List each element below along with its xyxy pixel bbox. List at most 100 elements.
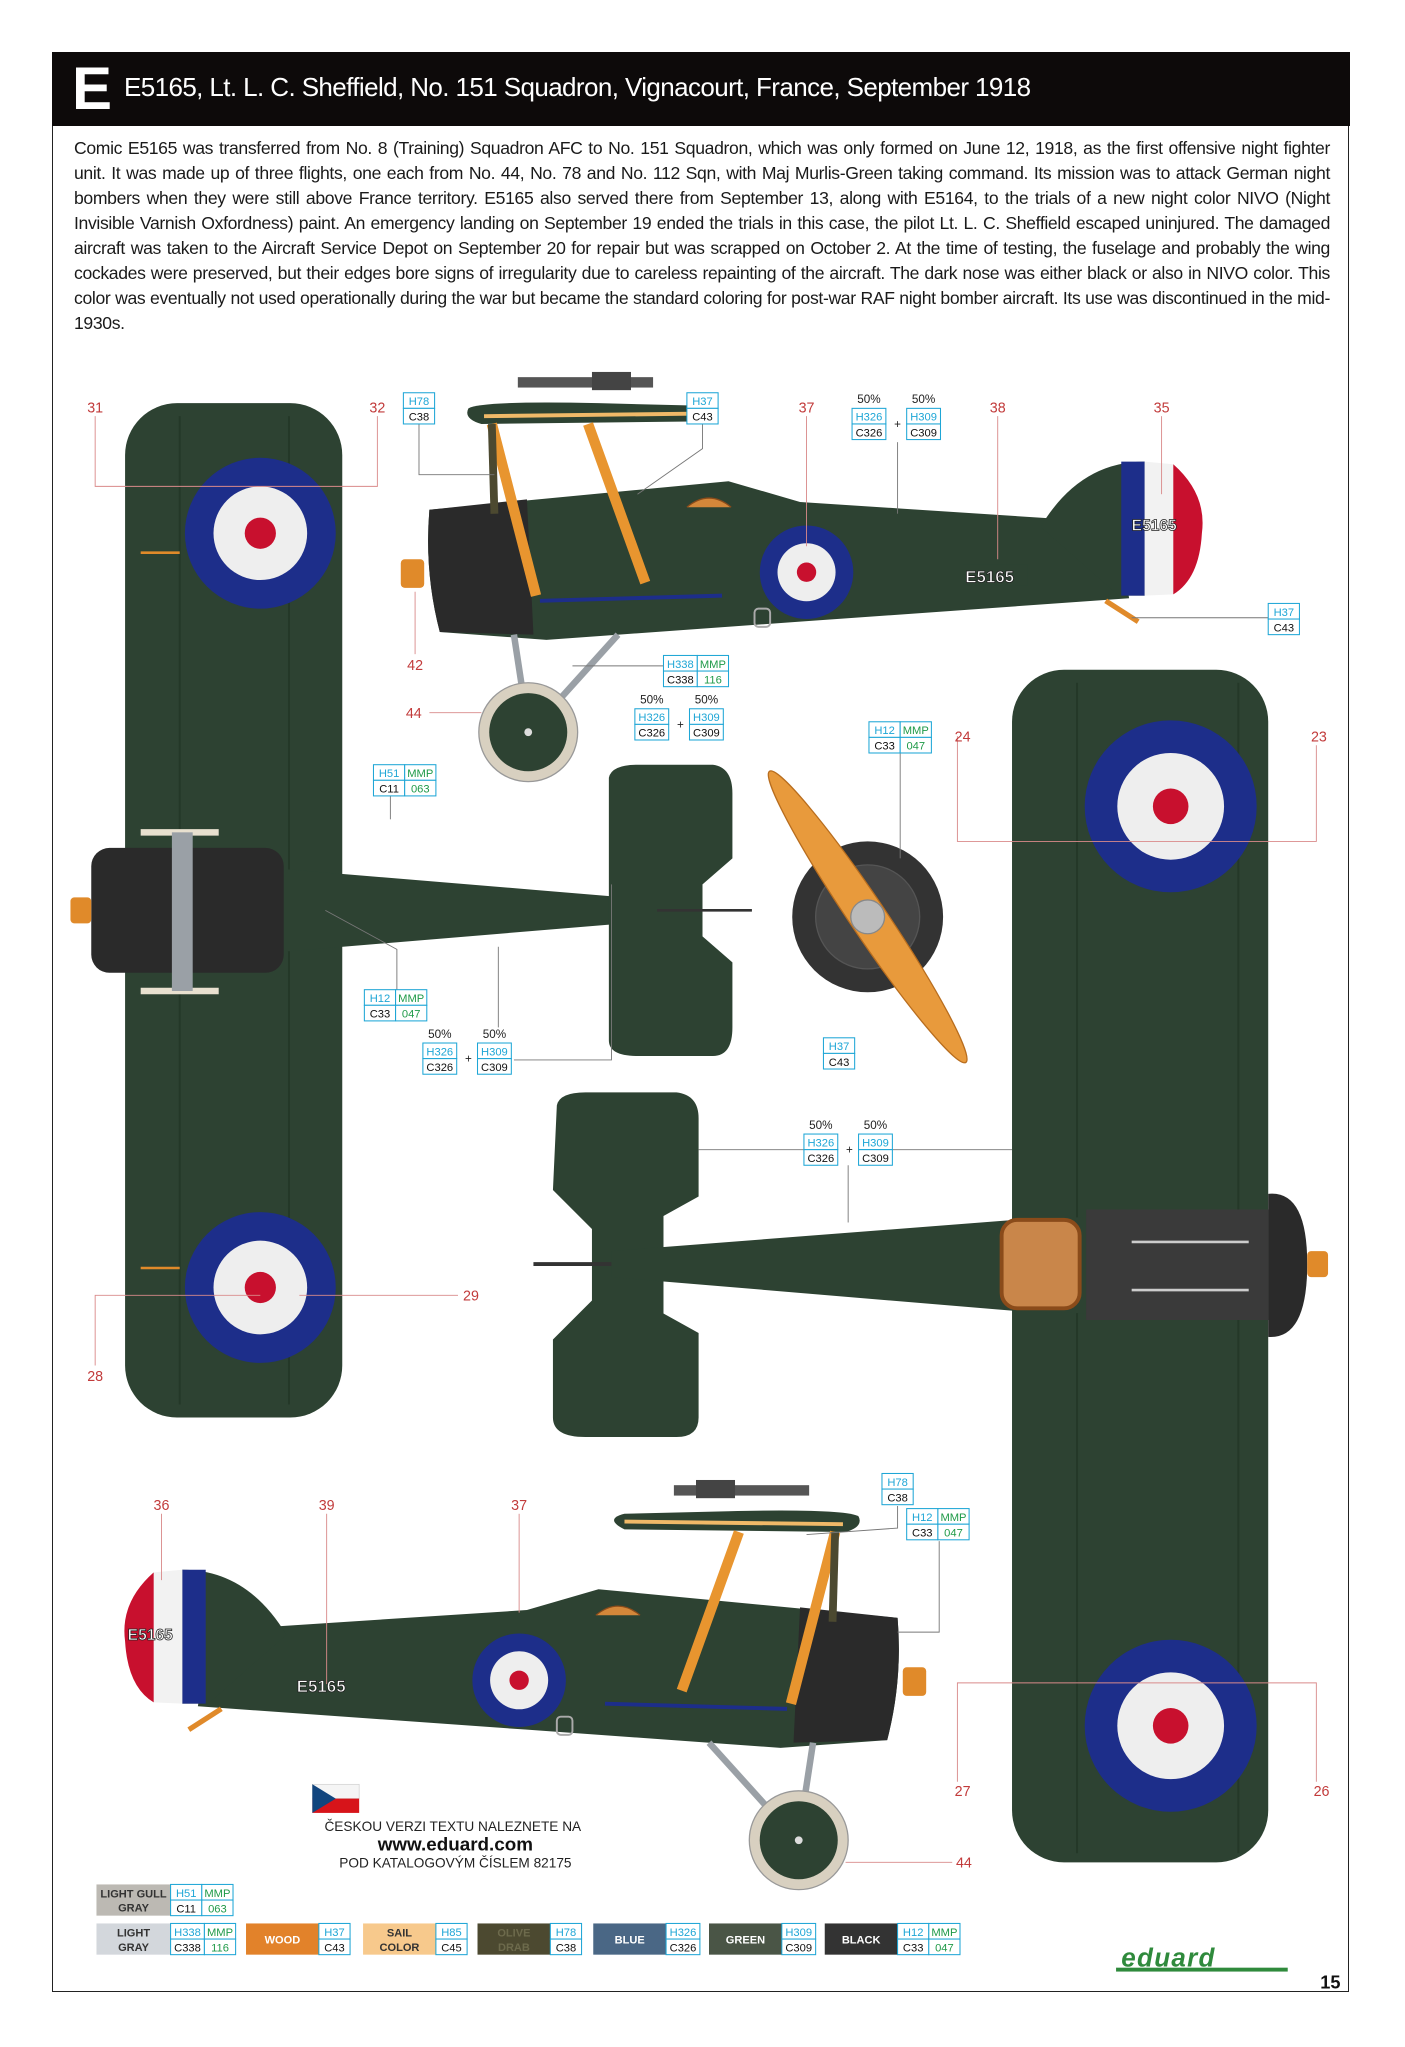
side-view-port: E5165 E5165 — [401, 372, 1203, 782]
paint-code-top: H326 — [807, 1137, 834, 1149]
callout-number: 32 — [369, 400, 385, 416]
paint-code-bottom: 047 — [906, 741, 925, 753]
paint-code-bottom: C326 — [426, 1062, 453, 1074]
paint-code-top: MMP — [940, 1512, 966, 1524]
color-swatch — [593, 1923, 667, 1955]
callout-number: 26 — [1314, 1784, 1330, 1800]
color-swatch — [96, 1923, 171, 1955]
paint-code-bottom: C338 — [667, 674, 694, 686]
paint-code-top: H326 — [670, 1927, 697, 1939]
color-name: GRAY — [118, 1942, 150, 1954]
callout-number: 35 — [1154, 400, 1170, 416]
paint-code-bottom: C326 — [638, 728, 665, 740]
color-name: COLOR — [380, 1942, 420, 1954]
paint-code-bottom: C38 — [409, 412, 430, 424]
paint-code-top: H12 — [903, 1927, 924, 1939]
paint-code-bottom: C11 — [176, 1903, 196, 1915]
paint-code-top: H12 — [874, 725, 895, 737]
callout-number: 31 — [87, 400, 103, 416]
paint-code-bottom: C309 — [910, 427, 937, 439]
color-name: WOOD — [265, 1935, 301, 1947]
wing-roundel-icon — [184, 1212, 336, 1363]
paint-code-bottom: 063 — [208, 1903, 227, 1915]
paint-code-bottom: 116 — [211, 1942, 229, 1954]
paint-code-bottom: C43 — [324, 1942, 344, 1954]
callout-number: 42 — [407, 658, 423, 674]
paint-code-top: H309 — [862, 1137, 889, 1149]
paint-code-bottom: C33 — [370, 1009, 390, 1021]
paint-code-bottom: 116 — [704, 674, 722, 686]
callout-number: 37 — [511, 1498, 527, 1514]
callout-number: 24 — [955, 729, 971, 745]
color-name: LIGHT — [117, 1927, 150, 1939]
paint-code-top: H309 — [910, 412, 937, 424]
paint-code-bottom: C309 — [862, 1153, 889, 1165]
rudder-serial: E5165 — [1132, 518, 1177, 535]
paint-code-bottom: C309 — [693, 728, 720, 740]
paint-code-bottom: C338 — [174, 1942, 201, 1954]
mix-plus-sign: + — [894, 418, 901, 431]
fuselage-serial: E5165 — [297, 1677, 346, 1696]
propeller-view — [767, 770, 968, 1064]
mix-percent-right: 50% — [864, 1119, 887, 1132]
paint-code-top: H37 — [829, 1041, 850, 1053]
paint-code-top: MMP — [398, 993, 424, 1005]
paint-code-top: H326 — [638, 712, 665, 724]
rudder-serial: E5165 — [128, 1627, 173, 1644]
color-name: GREEN — [726, 1935, 765, 1947]
wing-roundel-icon — [184, 457, 336, 609]
paint-code-bottom: C326 — [807, 1153, 834, 1165]
paint-code-bottom: C33 — [912, 1528, 933, 1540]
paint-code-top: H37 — [1274, 607, 1295, 619]
color-swatch — [709, 1923, 782, 1955]
color-name: LIGHT GULL — [100, 1888, 167, 1900]
side-view-starboard: E5165 E5165 — [124, 1480, 926, 1890]
paint-code-top: H326 — [856, 412, 883, 424]
czech-note-url[interactable]: www.eduard.com — [377, 1834, 533, 1855]
paint-code-top: MMP — [407, 768, 433, 780]
paint-code-top: H309 — [785, 1927, 812, 1939]
paint-code-bottom: C43 — [829, 1057, 850, 1069]
page-number: 15 — [1320, 1972, 1340, 1992]
paint-code-top: MMP — [204, 1888, 230, 1900]
callout-number: 27 — [955, 1784, 971, 1800]
paint-code-top: H37 — [324, 1927, 344, 1939]
czech-note: ČESKOU VERZI TEXTU NALEZNETE NA www.edua… — [312, 1783, 582, 1871]
mix-plus-sign: + — [465, 1053, 472, 1066]
wing-roundel-icon — [1084, 720, 1257, 893]
paint-code-bottom: C43 — [1274, 622, 1295, 634]
paint-code-bottom: C326 — [670, 1942, 697, 1954]
paint-code-bottom: C38 — [887, 1492, 908, 1504]
callout-number: 44 — [406, 706, 422, 722]
paint-code-bottom: C309 — [481, 1062, 508, 1074]
paint-code-top: H338 — [667, 659, 694, 671]
paint-code-top: MMP — [903, 725, 929, 737]
svg-text:eduard: eduard — [1121, 1942, 1216, 1972]
paint-code-top: H78 — [556, 1927, 577, 1939]
mix-percent-right: 50% — [695, 694, 718, 707]
color-legend: LIGHT GULLGRAYH51C11MMP063LIGHTGRAYH338C… — [96, 1883, 961, 1956]
paint-code-top: H338 — [174, 1927, 201, 1939]
wing-roundel-icon — [1084, 1639, 1257, 1812]
paint-code-top: H12 — [912, 1512, 933, 1524]
paint-code-bottom: C38 — [556, 1942, 577, 1954]
